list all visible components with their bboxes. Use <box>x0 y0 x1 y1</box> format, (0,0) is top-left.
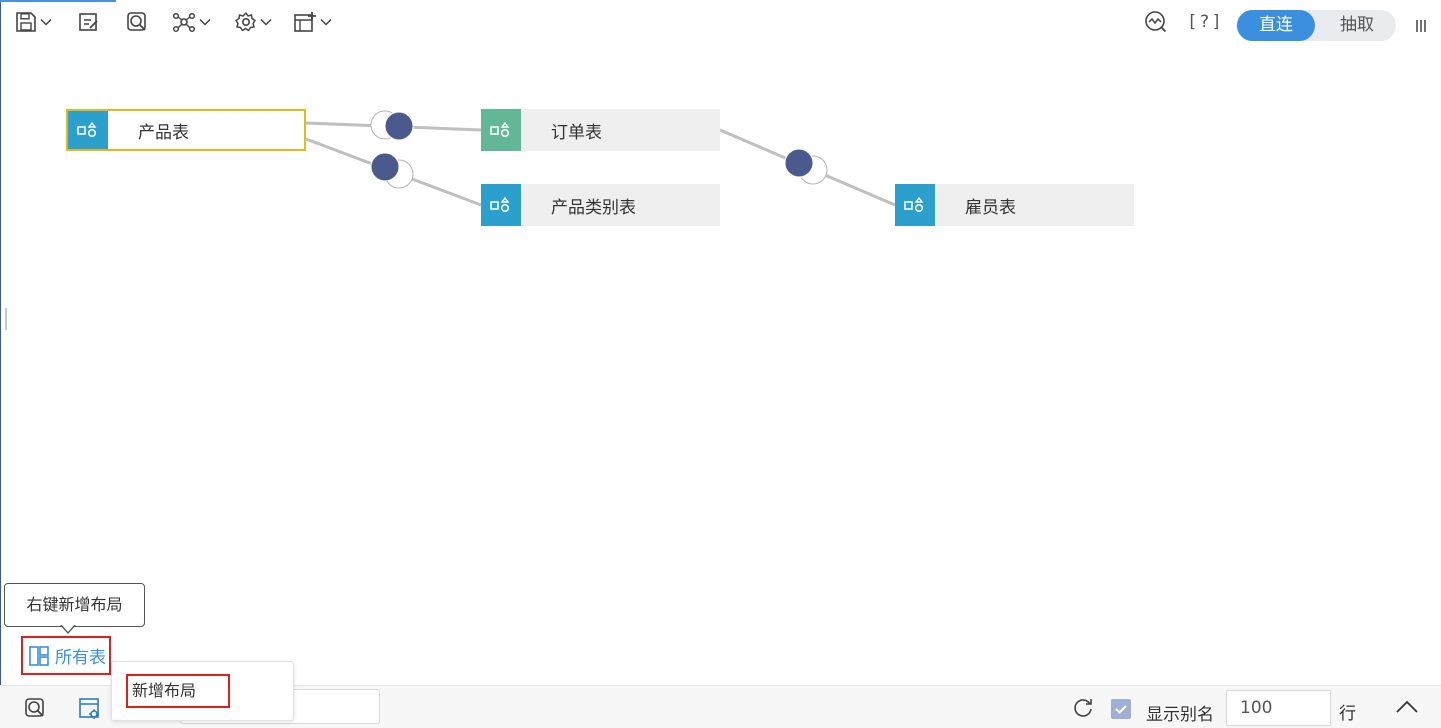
right-join-icon[interactable] <box>370 110 414 141</box>
column-menu-icon[interactable] <box>1415 19 1427 33</box>
context-menu: 新增布局 <box>111 661 294 721</box>
table-icon <box>68 111 108 149</box>
rows-unit-label: 行 <box>1339 704 1356 724</box>
window-left-border <box>0 0 1 727</box>
table-node-product[interactable]: 产品表 <box>66 109 306 151</box>
table-node-category[interactable]: 产品类别表 <box>481 184 720 226</box>
table-node-employee[interactable]: 雇员表 <box>895 184 1134 226</box>
table-node-label: 雇员表 <box>965 197 1016 218</box>
tooltip-arrow-fill <box>61 624 75 632</box>
show-alias-checkbox[interactable] <box>1111 699 1131 719</box>
table-icon <box>895 184 935 226</box>
table-node-label: 产品类别表 <box>551 197 636 218</box>
gear-icon <box>235 12 256 32</box>
left-join-icon[interactable] <box>784 148 828 185</box>
add-table-button[interactable] <box>293 8 332 36</box>
chevron-down-icon <box>320 18 332 26</box>
tooltip: 右键新增布局 <box>4 583 145 627</box>
chevron-down-icon <box>199 18 211 26</box>
checkmark-icon <box>1115 705 1127 714</box>
add-table-icon <box>294 12 316 32</box>
monitor-icon <box>1145 11 1167 33</box>
show-alias-label: 显示别名 <box>1146 705 1214 725</box>
help-button[interactable]: [?] <box>1187 12 1224 32</box>
save-icon <box>16 12 36 32</box>
layout-icon <box>29 645 49 666</box>
table-node-order[interactable]: 订单表 <box>481 109 720 151</box>
preview-button[interactable] <box>126 8 148 36</box>
chevron-up-icon[interactable] <box>1395 700 1419 714</box>
layout-tab-label: 所有表 <box>55 648 106 668</box>
mode-toggle: 直连 抽取 <box>1236 10 1396 41</box>
table-icon <box>481 184 521 226</box>
top-toolbar: [?] 直连 抽取 <box>0 0 1441 46</box>
chevron-down-icon <box>40 18 52 26</box>
refresh-icon[interactable] <box>1072 696 1094 718</box>
direct-mode-option[interactable]: 直连 <box>1237 10 1315 41</box>
monitor-button[interactable] <box>1144 8 1168 36</box>
extract-mode-option[interactable]: 抽取 <box>1340 15 1374 35</box>
active-tab-indicator <box>0 0 116 2</box>
preview-icon[interactable] <box>24 697 46 719</box>
add-layout-menu-item[interactable]: 新增布局 <box>126 674 230 708</box>
left-join-icon[interactable] <box>370 152 414 189</box>
preview-icon <box>127 12 146 31</box>
all-tables-layout-tab[interactable]: 所有表 <box>21 636 111 675</box>
table-node-label: 产品表 <box>138 122 189 143</box>
edit-button[interactable] <box>78 8 100 36</box>
relation-icon <box>172 12 196 33</box>
resize-handle[interactable] <box>5 308 7 330</box>
table-icon <box>481 109 521 151</box>
relation-button[interactable] <box>172 8 211 36</box>
rows-count-input[interactable]: 100 <box>1226 690 1331 726</box>
chevron-down-icon <box>260 18 272 26</box>
table-node-label: 订单表 <box>551 122 602 143</box>
settings-button[interactable] <box>235 8 272 36</box>
window-settings-icon[interactable] <box>78 697 102 721</box>
save-button[interactable] <box>15 8 52 36</box>
relation-graph-canvas <box>305 110 896 207</box>
edit-icon <box>79 13 98 31</box>
